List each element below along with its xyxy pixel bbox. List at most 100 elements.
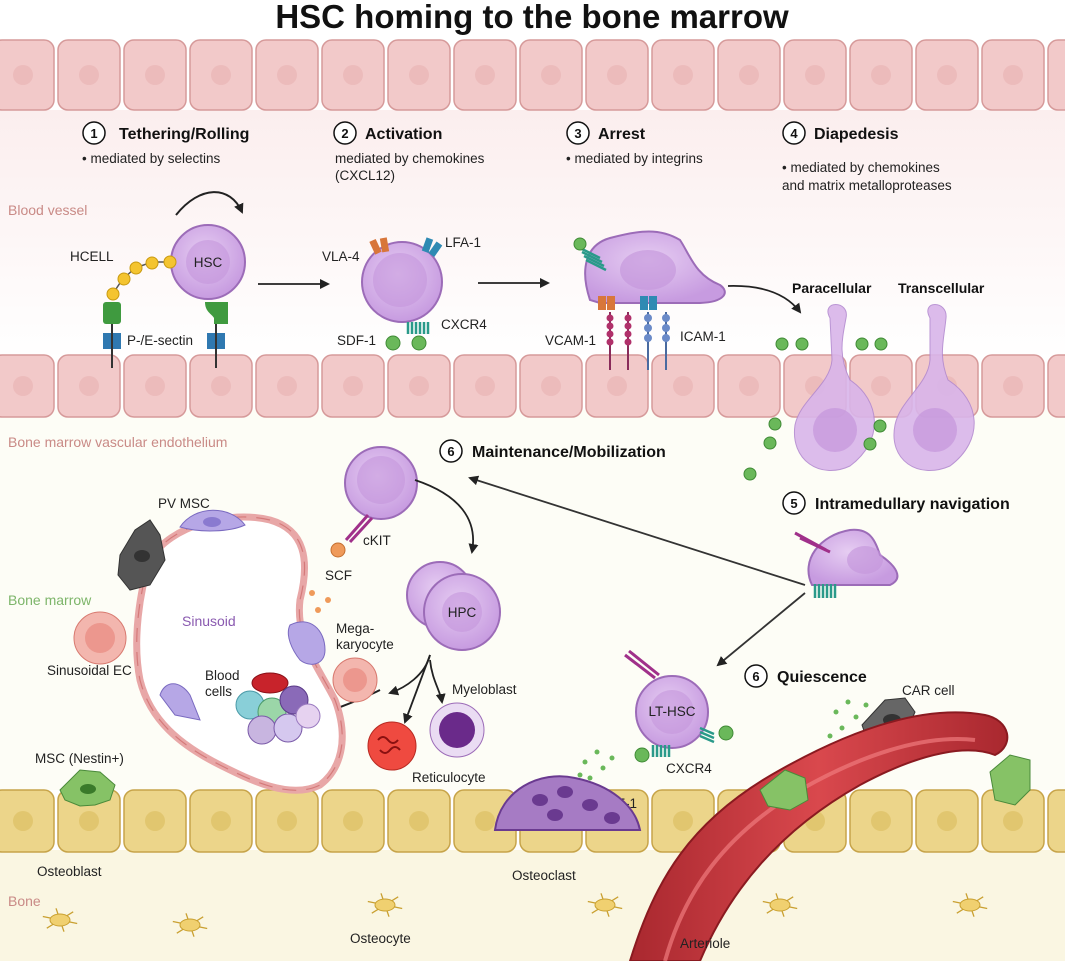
hcell-glycan [106,287,120,301]
endothelial-cell-nucleus [607,376,627,396]
osteoclast-nucleus [582,799,598,811]
pv-msc-nucleus [203,517,221,527]
scf-dot [309,590,315,596]
sdf1-dot [634,747,650,763]
endothelial-cell-nucleus [343,376,363,396]
osteocyte-cell [42,908,78,932]
step-3: 3 Arrest • mediated by integrins [566,121,703,166]
cxcr4-receptor [813,584,837,598]
blood-cells-label-2: cells [205,684,232,699]
zone-label-endothelium: Bone marrow vascular endothelium [8,434,227,450]
osteoblast-cell-nucleus [1003,811,1023,831]
vcam1-label: VCAM-1 [545,333,596,348]
lfa1-receptor [428,241,443,258]
endothelial-cell-nucleus [145,376,165,396]
osteoblast-cell-nucleus [277,811,297,831]
activated-hsc-nucleus [373,253,427,307]
step-number-badge [82,121,106,145]
osteoblast-cell-nucleus [343,811,363,831]
sdf1-dot [743,467,757,481]
top-endothelial-layer [0,39,1065,111]
step-number: 2 [341,126,348,141]
sdf1-dot [855,337,869,351]
osteoblast-cell-nucleus [409,811,429,831]
cxcr4-receptor [699,726,715,744]
endothelial-cell-nucleus [871,65,891,85]
vla4-receptor [598,296,606,310]
navigating-cell-nucleus [847,546,883,574]
osteocyte-cell [952,893,988,917]
osteocyte-cell [587,893,623,917]
ckit-label: cKIT [363,533,391,548]
sdf1-dot [385,335,401,351]
endothelial-cell-nucleus [409,376,429,396]
endothelial-cell-nucleus [409,65,429,85]
perivascular-cell [159,683,201,721]
sdf1-dot [863,437,877,451]
step-number: 3 [574,126,581,141]
endothelial-cell-nucleus [211,376,231,396]
osteoblast-cell-nucleus [211,811,231,831]
endothelial-cell-nucleus [13,376,33,396]
endothelial-cell-nucleus [541,376,561,396]
endothelial-cell [1047,39,1065,111]
sdf1-dot [573,237,587,251]
ckit-receptor [624,653,656,680]
osteoblast-cell-nucleus [145,811,165,831]
zone-label-bone-marrow: Bone marrow [8,592,92,608]
endothelial-cell-nucleus [607,65,627,85]
sdf1-dot [874,337,888,351]
osteoclast-nucleus [604,812,620,824]
megakaryocyte-label-2: karyocyte [336,637,394,652]
step-2: 2 Activation mediated by chemokines (CXC… [333,121,485,183]
vcam1-molecule [606,312,632,370]
scf-dot [315,607,321,613]
step-number-badge [333,121,357,145]
endothelial-cell-nucleus [13,65,33,85]
step-1: 1 Tethering/Rolling • mediated by select… [82,121,249,166]
lfa1-receptor [640,296,648,310]
step-label: Activation [365,126,442,143]
step-number-badge [439,439,463,463]
cxcr4-receptor [406,322,430,334]
sdf1-spray-left [577,749,615,781]
endothelial-cell-nucleus [145,65,165,85]
sdf1-dot [763,436,777,450]
osteoblast-cell-nucleus [79,811,99,831]
sdf1-dot [795,337,809,351]
arrow-to-myeloblast [429,659,446,704]
diapedesis-scene: Paracellular Transcellular [743,280,985,481]
sdf1-dot [775,337,789,351]
car-cell-nucleus [134,550,150,562]
step-description: • mediated by integrins [566,151,703,166]
tethering-scene: HSC HCELL P-/E-sectin [70,191,246,368]
perivascular-msc-cell [759,769,809,811]
osteocyte-cell [172,913,208,937]
perivascular-msc-cell [989,754,1031,806]
step-number: 4 [790,126,798,141]
pv-msc-label: PV MSC [158,496,210,511]
ckit-receptor [628,649,660,677]
endothelial-cell-nucleus [739,65,759,85]
cxcr4-receptor [579,246,607,272]
osteoclast-cell [493,775,642,831]
endothelial-cell-nucleus [541,65,561,85]
transcellular-nucleus [913,408,957,452]
cxcr4-label: CXCR4 [666,761,712,776]
arrow-hsc-to-hpc [414,479,479,554]
endothelial-cell-nucleus [739,376,759,396]
step-description: (CXCL12) [335,168,395,183]
step-number-badge [782,121,806,145]
car-cell-label: CAR cell [902,683,955,698]
osteoblast-cell-nucleus [13,811,33,831]
selectin-head [205,302,228,324]
hpc-label: HPC [448,605,477,620]
selectin-label: P-/E-sectin [127,333,193,348]
vla4-receptor [607,296,615,310]
msc-nestin-nucleus [80,784,96,794]
lfa1-receptor [649,296,657,310]
osteoblast-cell-nucleus [475,811,495,831]
step-label: Quiescence [777,669,867,686]
endothelial-cell-nucleus [673,65,693,85]
